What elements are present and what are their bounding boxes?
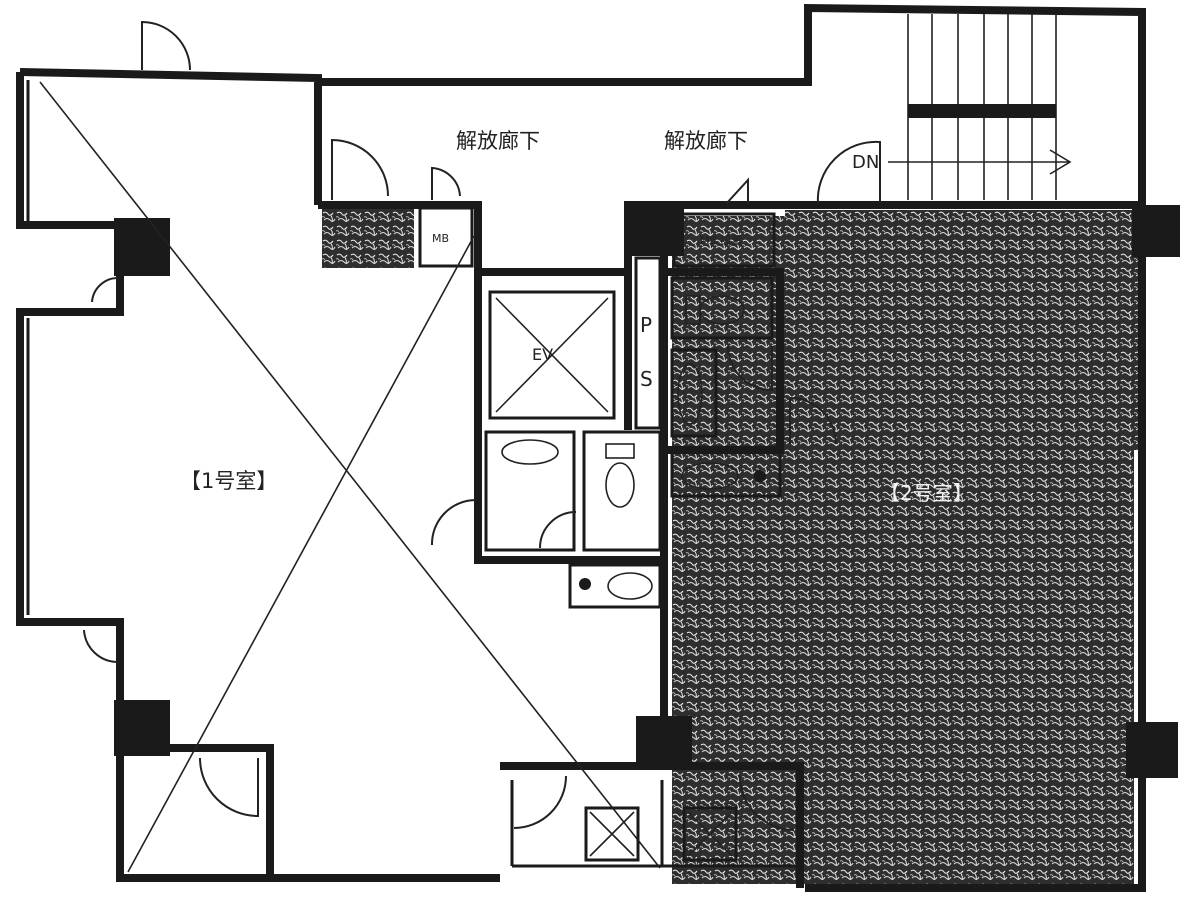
label-ps-p: P xyxy=(640,313,652,337)
column-6 xyxy=(636,716,692,768)
drain-2 xyxy=(754,470,766,482)
wall-unit2-wet xyxy=(664,268,784,454)
storage-box-2 xyxy=(682,806,738,862)
bath-2 xyxy=(670,348,718,438)
outer-wall-corridor-top xyxy=(318,3,1146,205)
unit1-diagonal-a xyxy=(39,81,661,869)
label-stair-dn: DN xyxy=(852,152,879,173)
storage-partition xyxy=(510,780,800,868)
ps-box xyxy=(634,256,662,430)
column-3 xyxy=(1132,205,1180,257)
wall-corridor-bottom xyxy=(318,201,1142,276)
label-ps-s: S xyxy=(640,367,653,391)
closet-shade-right xyxy=(790,214,878,270)
toilet-tank-2 xyxy=(685,295,701,325)
ev-shaft xyxy=(488,290,616,420)
storage-cross-2 xyxy=(687,811,733,857)
label-corridor-left: 解放廊下 xyxy=(456,129,540,153)
label-mb-left: MB xyxy=(432,232,449,245)
column-4 xyxy=(1126,722,1178,778)
toilet-tank-1 xyxy=(605,443,635,459)
bathtub-1 xyxy=(501,439,559,465)
storage-cross-1 xyxy=(589,811,635,857)
column-2 xyxy=(114,700,170,756)
door-unit2-wet xyxy=(727,345,773,392)
wall-unit1-entrance xyxy=(120,744,274,878)
sink-2 xyxy=(670,450,782,498)
door-side xyxy=(83,629,119,664)
bath-1 xyxy=(484,430,576,552)
label-unit1: 【1号室】 xyxy=(180,469,277,493)
sink-basin-2 xyxy=(681,462,739,490)
outer-wall-top-left xyxy=(19,68,322,205)
door-unit2-entry xyxy=(816,140,881,205)
door-balcony xyxy=(91,276,119,303)
ev-cross xyxy=(495,297,609,413)
mb-box-right xyxy=(672,212,776,268)
bathtub-2 xyxy=(677,363,703,425)
drain-1 xyxy=(579,578,591,590)
toilet-2 xyxy=(670,276,774,340)
door-mb-left xyxy=(431,166,461,200)
door-storage-2 xyxy=(739,775,795,831)
column-1 xyxy=(114,218,170,276)
sink-basin-1 xyxy=(607,572,653,600)
outer-wall-bottom xyxy=(116,760,500,882)
storage-box-1 xyxy=(584,806,640,862)
unit1-diagonal-b xyxy=(127,235,475,873)
toilet-bowl-1 xyxy=(605,462,635,508)
mb-box-left xyxy=(418,206,474,268)
staircase xyxy=(888,14,1072,200)
door-unit2-room xyxy=(789,396,837,445)
closet-shade-left xyxy=(322,206,414,268)
label-corridor-right: 解放廊下 xyxy=(664,129,748,153)
door-mb-right xyxy=(725,177,749,205)
label-mb-right: MB 設置 xyxy=(700,233,743,247)
door-entrance xyxy=(199,757,259,818)
toilet-1 xyxy=(582,430,662,552)
door-washroom-1 xyxy=(539,511,577,549)
door-corridor-entry xyxy=(141,20,191,71)
wall-bottom-block xyxy=(500,762,804,888)
door-bath-1 xyxy=(430,499,477,546)
outer-wall-left xyxy=(16,72,124,760)
door-unit1-corridor xyxy=(331,138,389,200)
outer-wall-right xyxy=(805,205,1146,892)
label-ev: EV xyxy=(532,345,553,364)
wall-bath-block xyxy=(474,272,664,564)
label-unit2: 【2号室】 xyxy=(880,481,973,505)
sink-1 xyxy=(568,563,662,609)
door-storage-1 xyxy=(513,775,567,829)
